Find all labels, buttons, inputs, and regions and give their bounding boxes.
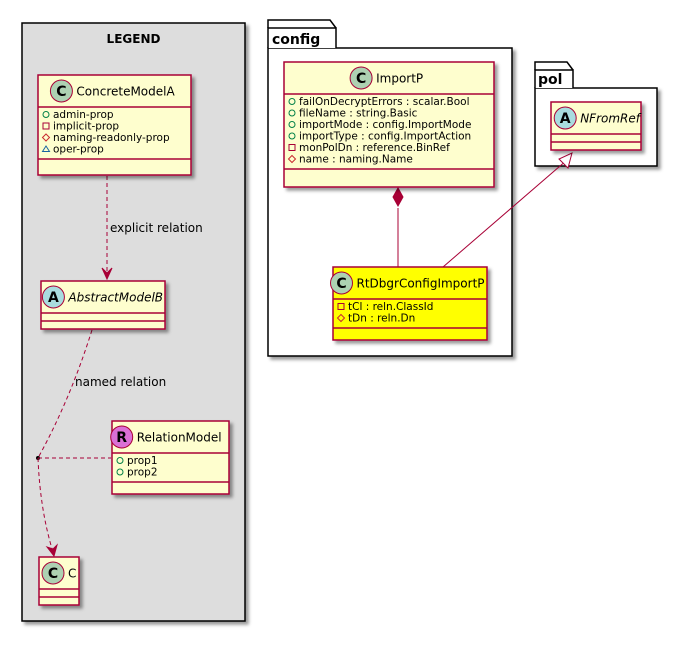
attribute: prop2 [127,467,158,479]
class-importp[interactable]: C ImportP failOnDecryptErrors : scalar.Boo… [283,61,495,188]
abstract-stereotype-icon [553,106,577,130]
class-name: ConcreteModelA [76,85,175,99]
attribute: importType : config.ImportAction [299,131,471,143]
stereotype-letter: A [560,111,571,127]
stereotype-letter: C [356,71,366,87]
class-name: RelationModel [137,431,222,445]
class-name: AbstractModelB [67,291,163,305]
attribute: name : naming.Name [299,154,413,166]
attribute: admin-prop [53,109,114,121]
class-stereotype-icon [330,271,353,295]
attribute: oper-prop [53,144,104,156]
attribute: tCl : reln.ClassId [348,301,433,313]
class-name: C [68,567,76,581]
class-stereotype-icon [349,66,373,90]
class-rtdbgr-config-import-p[interactable]: C RtDbgrConfigImportP tCl : reln.ClassIdtD… [330,266,488,341]
explicit-relation-label: explicit relation [110,221,203,235]
attribute: fileName : string.Basic [299,108,418,120]
class-name: ImportP [376,72,423,86]
attribute: monPolDn : reference.BinRef [299,142,450,154]
class-name: RtDbgrConfigImportP [357,277,485,291]
legend-named-relation: named relation [36,329,166,558]
stereotype-letter: C [336,276,346,292]
abstract-stereotype-icon [41,285,65,309]
attribute: importMode : config.ImportMode [299,119,471,131]
class-stereotype-icon [49,79,73,103]
stereotype-letter: C [56,84,66,100]
package-config-label: config [272,32,320,48]
legend-explicit-relation: explicit relation [101,176,203,281]
package-pol-label: pol [538,72,562,88]
attribute: failOnDecryptErrors : scalar.Bool [299,96,469,108]
class-nfromref[interactable]: A NFromRef [550,101,642,151]
class-concrete-model-a[interactable]: C ConcreteModelA admin-propimplicit-propna… [37,74,192,176]
composition-importp-rtdbgr [392,186,404,267]
stereotype-letter: A [48,290,59,306]
stereotype-letter: C [48,566,58,582]
attribute: tDn : reln.Dn [348,313,415,325]
attribute: naming-readonly-prop [53,132,170,144]
class-stereotype-icon [41,561,65,585]
class-name: NFromRef [580,112,642,126]
generalization-rtdbgr-nfromref [442,152,573,268]
class-abstract-model-b[interactable]: A AbstractModelB [40,280,166,330]
attribute: implicit-prop [53,121,119,133]
stereotype-letter: R [116,430,127,446]
named-relation-label: named relation [75,375,166,389]
relation-stereotype-icon [110,425,134,449]
attribute: prop1 [127,455,158,467]
legend-title: LEGEND [107,32,161,46]
